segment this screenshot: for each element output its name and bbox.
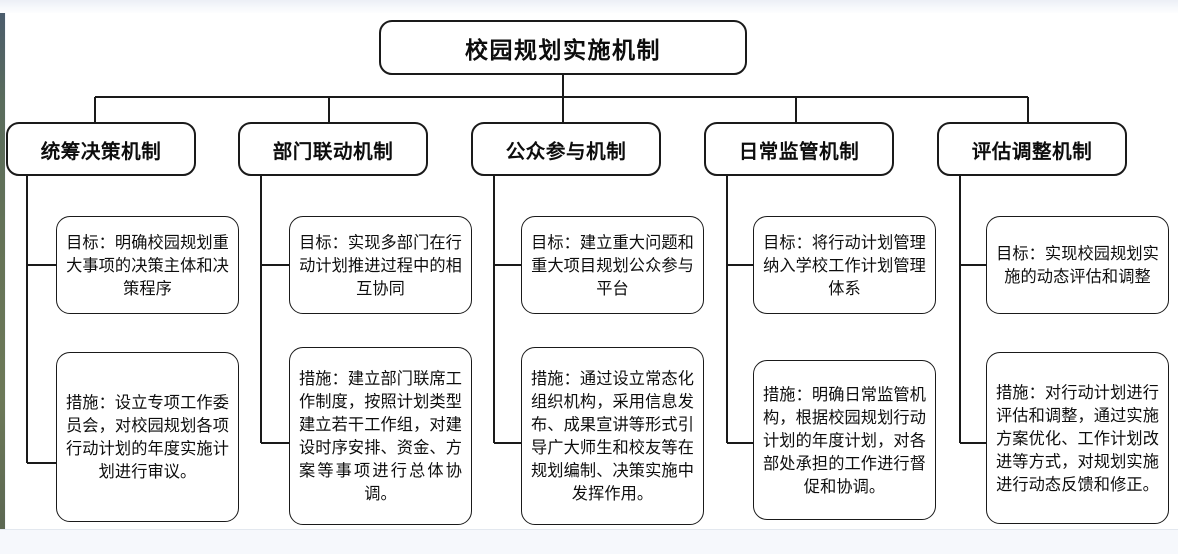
branch-node-1-label: 统筹决策机制 xyxy=(40,139,162,163)
measure-node-1-text: 措施：设立专项工作委员会，对校园规划各项行动计划的年度实施计划进行审议。 xyxy=(66,393,229,481)
branch-node-2[interactable]: 部门联动机制 xyxy=(238,122,428,176)
root-node-label: 校园规划实施机制 xyxy=(465,36,661,64)
measure-node-3[interactable]: 措施：通过设立常态化组织机构，采用信息发布、成果宣讲等形式引导广大师生和校友等在… xyxy=(521,347,704,525)
branch-node-4[interactable]: 日常监管机制 xyxy=(704,122,894,176)
measure-node-5-text: 措施：对行动计划进行评估和调整，通过实施方案优化、工作计划改进等方式，对规划实施… xyxy=(996,382,1159,494)
branch-node-4-label: 日常监管机制 xyxy=(738,139,860,163)
branch-node-1[interactable]: 统筹决策机制 xyxy=(6,122,196,176)
root-node[interactable]: 校园规划实施机制 xyxy=(379,20,747,75)
branch-node-5[interactable]: 评估调整机制 xyxy=(937,122,1127,176)
goal-node-5-text: 目标：实现校园规划实施的动态评估和调整 xyxy=(996,244,1159,286)
goal-node-3-text: 目标：建立重大问题和重大项目规划公众参与平台 xyxy=(531,232,694,298)
measure-node-2[interactable]: 措施：建立部门联席工作制度，按照计划类型建立若干工作组，对建设时序安排、资金、方… xyxy=(289,347,472,525)
branch-node-3[interactable]: 公众参与机制 xyxy=(471,122,661,176)
goal-node-4[interactable]: 目标：将行动计划管理纳入学校工作计划管理体系 xyxy=(753,216,936,314)
measure-node-3-text: 措施：通过设立常态化组织机构，采用信息发布、成果宣讲等形式引导广大师生和校友等在… xyxy=(531,369,694,503)
goal-node-2[interactable]: 目标：实现多部门在行动计划推进过程中的相互协同 xyxy=(289,216,472,314)
viewer-bottom-bar xyxy=(0,529,1178,554)
goal-node-1[interactable]: 目标：明确校园规划重大事项的决策主体和决策程序 xyxy=(56,216,239,314)
measure-node-5[interactable]: 措施：对行动计划进行评估和调整，通过实施方案优化、工作计划改进等方式，对规划实施… xyxy=(986,352,1169,524)
goal-node-5[interactable]: 目标：实现校园规划实施的动态评估和调整 xyxy=(986,216,1169,314)
viewer-top-bar xyxy=(0,0,1178,13)
measure-node-4-text: 措施：明确日常监管机构，根据校园规划行动计划的年度计划，对各部处承担的工作进行督… xyxy=(763,384,926,496)
measure-node-1[interactable]: 措施：设立专项工作委员会，对校园规划各项行动计划的年度实施计划进行审议。 xyxy=(56,352,239,522)
goal-node-1-text: 目标：明确校园规划重大事项的决策主体和决策程序 xyxy=(66,232,229,298)
goal-node-2-text: 目标：实现多部门在行动计划推进过程中的相互协同 xyxy=(299,232,462,298)
measure-node-4[interactable]: 措施：明确日常监管机构，根据校园规划行动计划的年度计划，对各部处承担的工作进行督… xyxy=(753,360,936,520)
branch-node-2-label: 部门联动机制 xyxy=(272,139,394,163)
branch-node-5-label: 评估调整机制 xyxy=(971,139,1093,163)
goal-node-4-text: 目标：将行动计划管理纳入学校工作计划管理体系 xyxy=(763,232,926,298)
measure-node-2-text: 措施：建立部门联席工作制度，按照计划类型建立若干工作组，对建设时序安排、资金、方… xyxy=(299,369,462,503)
viewer-left-edge-strip xyxy=(0,0,5,554)
branch-node-3-label: 公众参与机制 xyxy=(505,139,627,163)
goal-node-3[interactable]: 目标：建立重大问题和重大项目规划公众参与平台 xyxy=(521,216,704,314)
